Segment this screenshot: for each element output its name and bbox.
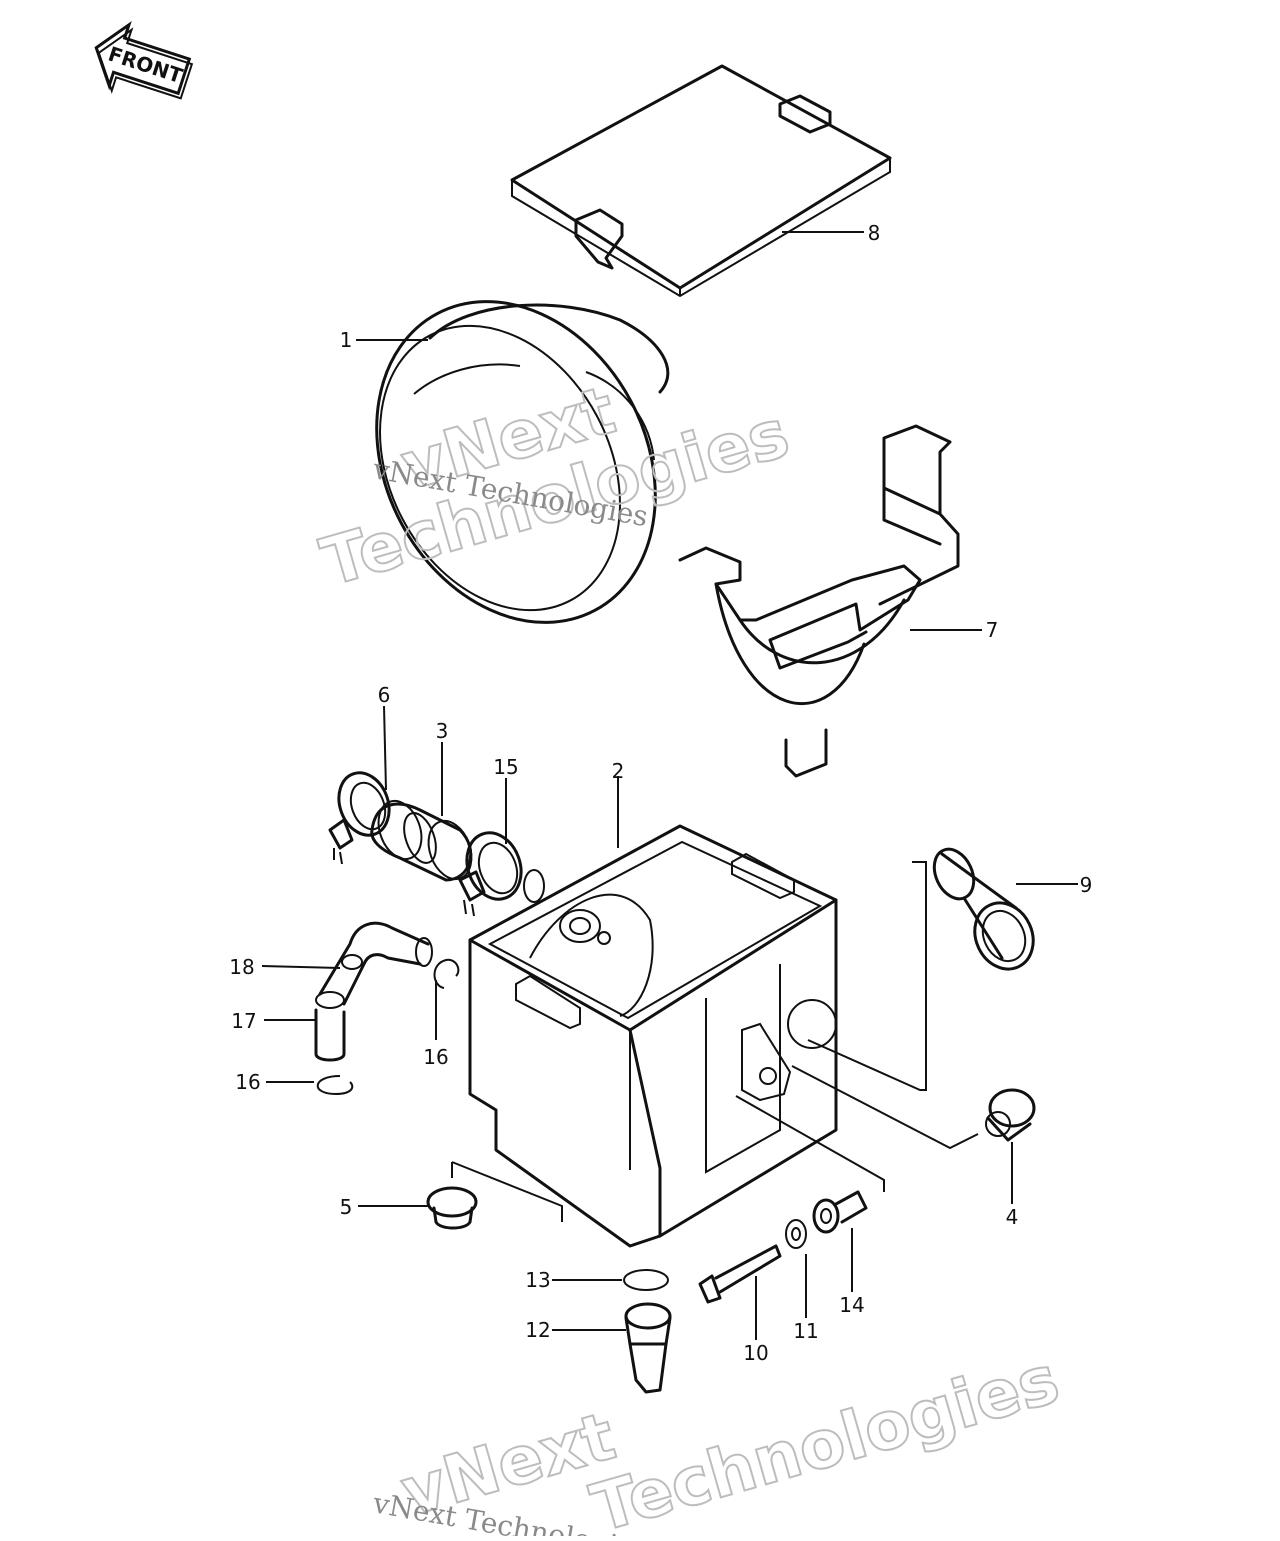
callout-8: 8 [868, 221, 881, 245]
callout-17: 17 [231, 1009, 256, 1033]
part-16-clip-lower [316, 1075, 354, 1096]
part-9-duct [932, 847, 1035, 971]
part-11-washer [785, 1219, 807, 1249]
part-12-drain [624, 1302, 672, 1394]
callout-18: 18 [229, 955, 254, 979]
part-3-duct [370, 799, 473, 882]
part-15-clamp [458, 831, 545, 917]
callout-4: 4 [1006, 1205, 1019, 1229]
callout-7: 7 [986, 618, 999, 642]
callout-2: 2 [612, 759, 625, 783]
front-arrow-icon: FRONT [94, 20, 194, 100]
part-13-o-ring [623, 1269, 669, 1291]
callout-1: 1 [340, 328, 353, 352]
callout-10: 10 [743, 1341, 768, 1365]
callout-12: 12 [525, 1318, 550, 1342]
part-7-holder [678, 424, 960, 778]
part-8-cover [510, 64, 892, 298]
callout-14: 14 [839, 1293, 864, 1317]
part-4-grommet [985, 1088, 1036, 1142]
callout-15: 15 [493, 755, 518, 779]
callout-16-lower: 16 [235, 1070, 260, 1094]
part-17-18-hose [314, 921, 433, 1062]
part-1-filter-element [375, 300, 670, 624]
part-5-plug [426, 1186, 478, 1230]
part-2-case [468, 824, 838, 1248]
callout-16-upper: 16 [423, 1045, 448, 1069]
assembly-lines [451, 861, 979, 1222]
watermark-technologies-bottom: Technologies [583, 1341, 1067, 1536]
watermarks: vNext Technologies vNext Technologies vN… [312, 371, 1068, 1541]
callout-5: 5 [340, 1195, 353, 1219]
part-10-bolt [698, 1244, 782, 1304]
part-16-clip-upper [433, 958, 460, 989]
part-14-collar [812, 1190, 868, 1234]
callout-6: 6 [378, 683, 391, 707]
callout-11: 11 [793, 1319, 818, 1343]
part-6-clamp [328, 771, 391, 865]
callout-labels: 1 2 3 4 5 6 7 8 9 10 11 12 13 14 15 16 1… [229, 221, 1092, 1365]
callout-13: 13 [525, 1268, 550, 1292]
callout-9: 9 [1080, 873, 1093, 897]
leader-lines [261, 231, 1078, 1340]
callout-3: 3 [436, 719, 449, 743]
